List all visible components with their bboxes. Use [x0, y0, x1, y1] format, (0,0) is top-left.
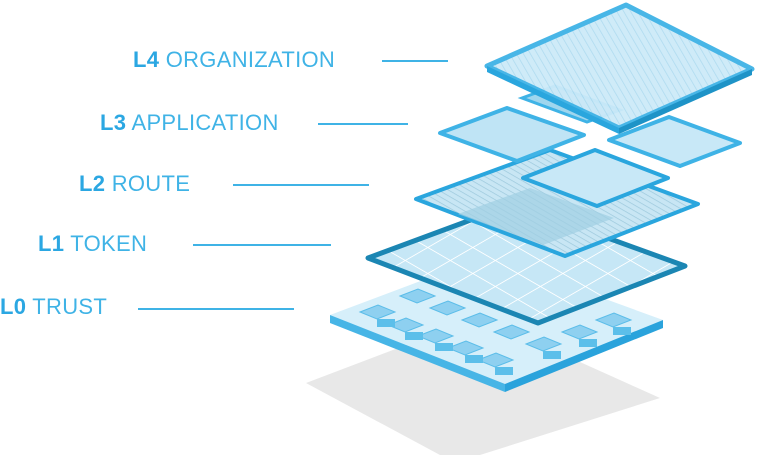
layer-code: L2	[79, 171, 106, 196]
layer-name: APPLICATION	[131, 110, 279, 135]
leader-line-l1	[193, 244, 331, 246]
layer-code: L3	[100, 110, 127, 135]
layer-label-l1: L1 TOKEN	[38, 233, 147, 255]
layer-label-l3: L3 APPLICATION	[100, 112, 279, 134]
layer-l1-token-plate	[365, 201, 688, 326]
layer-l2-route-plate	[414, 148, 700, 258]
leader-line-l0	[138, 308, 294, 310]
layer-name: ROUTE	[111, 171, 191, 196]
leader-line-l4	[382, 60, 448, 62]
layer-name: TOKEN	[70, 231, 148, 256]
layer-name: ORGANIZATION	[165, 47, 336, 72]
layer-l4-organization-plate	[484, 2, 755, 134]
layer-code: L0	[0, 294, 27, 319]
layer-code: L1	[38, 231, 65, 256]
layer-label-l0: L0 TRUST	[0, 296, 107, 318]
ground-shadow	[306, 317, 660, 455]
layer-label-l2: L2 ROUTE	[79, 173, 190, 195]
leader-line-l3	[318, 123, 408, 125]
layer-code: L4	[133, 47, 160, 72]
layer-name: TRUST	[32, 294, 108, 319]
layer-label-l4: L4 ORGANIZATION	[133, 49, 335, 71]
layer-l0-trust-plate	[330, 256, 663, 392]
leader-line-l2	[233, 184, 369, 186]
